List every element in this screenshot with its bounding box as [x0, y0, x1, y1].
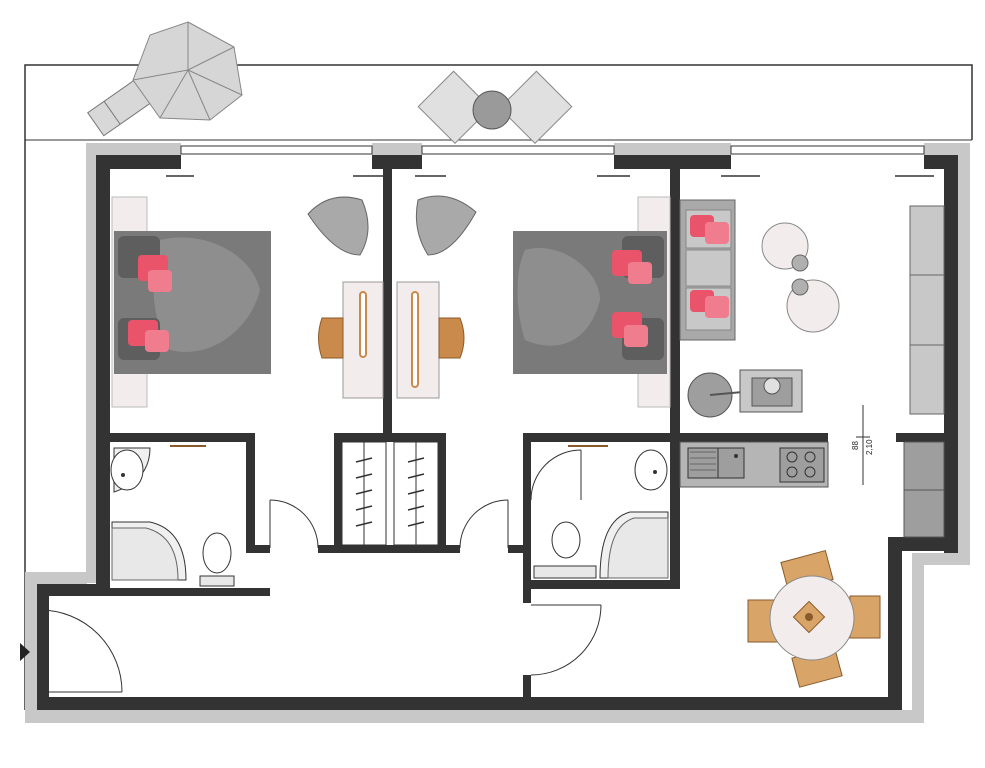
pillow [705, 296, 729, 318]
terrace [24, 64, 973, 710]
desk-lamp-left [359, 291, 367, 358]
tv-cabinet [909, 205, 945, 415]
bedroom-middle [396, 195, 671, 408]
bathroom-left [110, 442, 246, 588]
armchair-middle [415, 195, 477, 256]
pillow [148, 270, 172, 292]
desk-chair-left [318, 317, 344, 359]
desk-chair-right [438, 317, 465, 359]
desk-lamp-right [411, 291, 419, 388]
dimension-label-1: 88 [851, 441, 860, 450]
interior-walls [110, 169, 944, 697]
terrace-table [472, 90, 512, 130]
dimension-marker: 88 2,10 [851, 405, 874, 485]
terrace-chair-left [417, 70, 492, 145]
pillow [705, 222, 729, 244]
pillow [624, 325, 648, 347]
parasol [132, 21, 243, 121]
bathroom-right [533, 445, 669, 579]
terrace-chair-right [498, 70, 573, 145]
outer-wall-insulation [25, 143, 970, 723]
windows [180, 145, 925, 155]
kitchen [679, 441, 945, 538]
dining-set [747, 549, 881, 688]
pillow [628, 262, 652, 284]
entrance-arrow-icon [20, 643, 30, 661]
bedroom-left [111, 196, 384, 408]
toilet [202, 532, 232, 574]
dimension-label-2: 2,10 [865, 439, 874, 455]
wardrobes [341, 441, 439, 546]
pillow [145, 330, 169, 352]
toilet [551, 521, 581, 559]
armchair-left [307, 196, 369, 256]
living-room [679, 199, 945, 418]
